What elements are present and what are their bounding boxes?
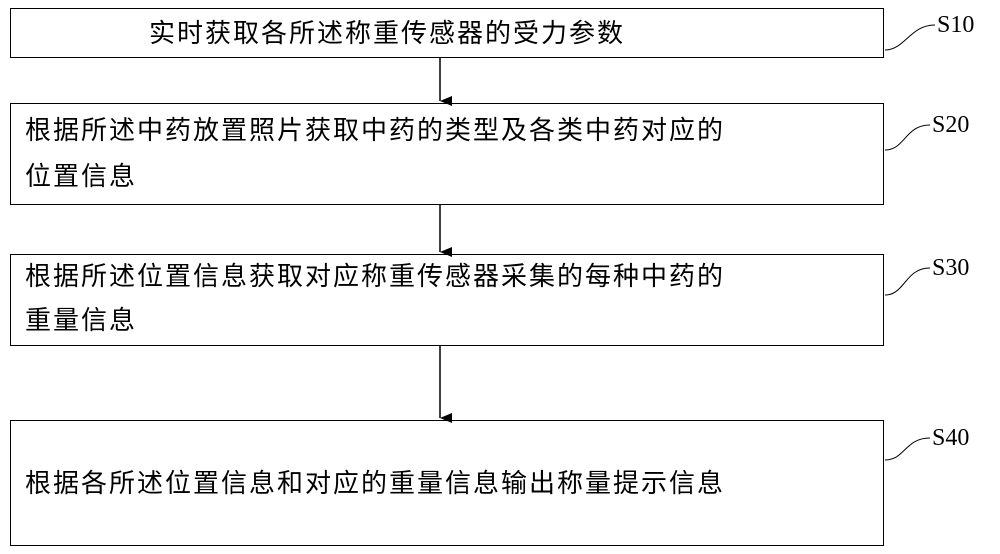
leader-s10 [884,24,936,51]
step-label-s40: S40 [932,425,970,451]
leader-s20 [884,124,931,151]
step-text: 实时获取各所述称重传感器的受力参数 [148,19,625,49]
step-box-s30: 根据所述位置信息获取对应称重传感器采集的每种中药的重量信息 [10,254,884,346]
step-box-s10: 实时获取各所述称重传感器的受力参数 [10,8,884,58]
step-text: 根据所述中药放置照片获取中药的类型及各类中药对应的 [25,116,726,146]
step-text: 根据各所述位置信息和对应的重量信息输出称量提示信息 [25,469,726,499]
step-text: 根据所述位置信息获取对应称重传感器采集的每种中药的 [25,262,726,292]
leader-s40 [884,437,931,461]
step-text: 重量信息 [25,306,138,336]
step-label-s10: S10 [937,12,975,38]
step-label-s30: S30 [932,255,970,281]
step-label-s20: S20 [932,112,970,138]
leader-s30 [884,267,931,296]
step-box-s40: 根据各所述位置信息和对应的重量信息输出称量提示信息 [10,420,884,546]
step-text: 位置信息 [25,162,138,192]
step-box-s20: 根据所述中药放置照片获取中药的类型及各类中药对应的位置信息 [10,103,884,205]
